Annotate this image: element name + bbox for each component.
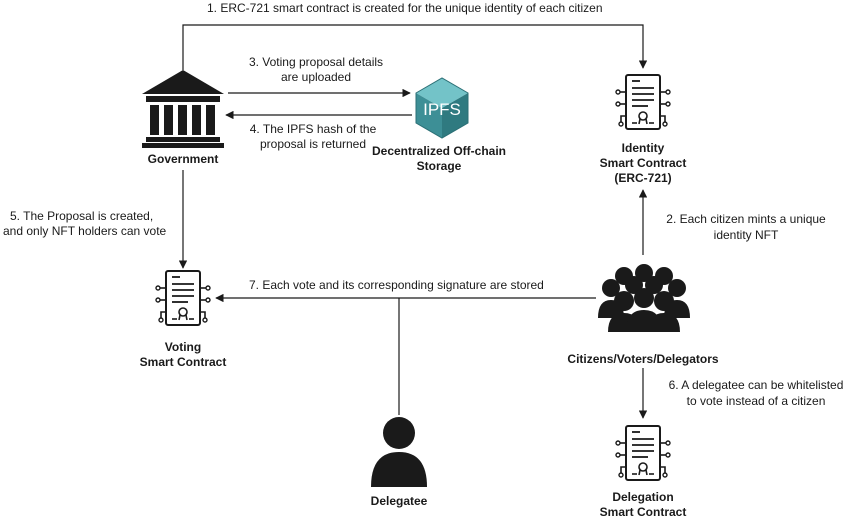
voting-label-line1: Voting bbox=[164, 340, 202, 354]
step7-label: 7. Each vote and its corresponding signa… bbox=[249, 278, 544, 292]
step6-label-line2: to vote instead of a citizen bbox=[686, 394, 826, 408]
edge-step1 bbox=[182, 24, 648, 70]
delegatee-label: Delegatee bbox=[370, 494, 428, 508]
government-label: Government bbox=[147, 152, 219, 166]
step3-label-line2: are uploaded bbox=[280, 70, 352, 84]
storage-label-line1: Decentralized Off-chain bbox=[371, 144, 507, 158]
voting-contract-icon bbox=[155, 270, 211, 326]
citizens-label: Citizens/Voters/Delegators bbox=[567, 352, 719, 366]
bank-building-icon bbox=[142, 70, 224, 148]
identity-contract-icon bbox=[615, 74, 671, 130]
crowd-icon bbox=[598, 264, 690, 332]
person-icon bbox=[371, 417, 427, 487]
delegation-contract-icon bbox=[615, 425, 671, 481]
identity-label-line1: Identity bbox=[621, 141, 665, 155]
step1-label: 1. ERC-721 smart contract is created for… bbox=[207, 1, 603, 15]
step2-label-line2: identity NFT bbox=[713, 228, 779, 242]
delegation-label-line1: Delegation bbox=[612, 490, 674, 504]
step4-label-line2: proposal is returned bbox=[259, 137, 367, 151]
step5-label-line2: and only NFT holders can vote bbox=[3, 224, 167, 238]
delegation-label-line2: Smart Contract bbox=[599, 505, 687, 519]
identity-label-line2: Smart Contract bbox=[599, 156, 687, 170]
ipfs-cube-icon bbox=[415, 77, 469, 139]
voting-label-line2: Smart Contract bbox=[139, 355, 227, 369]
step2-label-line1: 2. Each citizen mints a unique bbox=[666, 212, 826, 226]
ipfs-icon-text: IPFS bbox=[423, 100, 461, 119]
storage-label-line2: Storage bbox=[416, 159, 462, 173]
step6-label-line1: 6. A delegatee can be whitelisted bbox=[668, 378, 844, 392]
step4-label-line1: 4. The IPFS hash of the bbox=[249, 122, 377, 136]
step3-label-line1: 3. Voting proposal details bbox=[248, 55, 384, 69]
identity-label-line3: (ERC-721) bbox=[614, 171, 672, 185]
step5-label-line1: 5. The Proposal is created, bbox=[10, 209, 154, 223]
